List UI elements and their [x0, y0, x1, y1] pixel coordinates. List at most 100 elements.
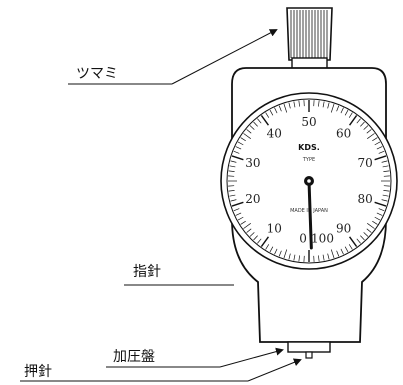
needle: [307, 179, 313, 250]
dial-tick: [233, 150, 240, 154]
dial-tick: [231, 201, 244, 207]
dial-tick: [265, 244, 270, 250]
dial-tick: [237, 141, 244, 146]
dial-tick: [367, 223, 375, 229]
dial-tick: [283, 249, 288, 259]
dial-tick: [330, 249, 335, 259]
dial-tick: [230, 199, 237, 202]
dial-tick: [253, 121, 258, 127]
dial-tick: [376, 212, 383, 216]
dial-tick: [260, 115, 270, 126]
dial-tick: [249, 232, 255, 237]
dial-tick: [348, 115, 358, 126]
dial-tick: [293, 101, 296, 108]
dial-tick: [298, 100, 300, 107]
dial-tick: [269, 109, 274, 116]
dial-number: 50: [301, 115, 316, 129]
dial-tick: [298, 255, 300, 262]
knob: [286, 7, 333, 70]
knob-ridges: [290, 10, 328, 58]
dial-tick: [231, 155, 244, 161]
dial-number: 20: [245, 192, 260, 206]
dial-tick: [344, 109, 349, 116]
dial-tick: [327, 253, 330, 260]
dial-tick: [233, 208, 240, 212]
dial-tick: [366, 228, 372, 233]
dial-tick: [381, 199, 388, 202]
dial-tick: [356, 118, 361, 124]
dial-tick: [360, 235, 365, 241]
dial-tick: [274, 248, 278, 255]
presser-foot-leader: [106, 347, 284, 368]
dial-tick: [363, 125, 369, 130]
dial-tick: [374, 155, 387, 161]
dial-tick: [243, 133, 251, 139]
label-presser-foot: 加圧盤: [113, 349, 155, 365]
dial-tick: [372, 220, 378, 225]
dial-tick: [288, 102, 291, 109]
dial-number: 10: [267, 222, 282, 236]
dial-number: 100: [311, 232, 334, 246]
dial-number: 60: [336, 126, 351, 140]
brand-text: KDS.: [298, 143, 320, 152]
dial-tick: [318, 255, 320, 262]
dial-tick: [288, 253, 291, 260]
dial-number: 90: [336, 222, 351, 236]
dial-tick: [376, 146, 383, 150]
dial-tick: [246, 129, 252, 134]
dial-tick: [293, 254, 296, 261]
dial-tick: [348, 244, 353, 250]
dial-tick: [330, 103, 335, 113]
dial-tick: [228, 190, 235, 192]
dial-tick: [240, 137, 246, 142]
dial-number: 70: [357, 156, 372, 170]
dial-tick: [278, 105, 282, 112]
dial-tick: [229, 165, 236, 168]
dial-tick: [260, 236, 270, 247]
needle-hub-center: [307, 179, 311, 183]
dial-tick: [348, 112, 353, 118]
label-indenter: 押針: [24, 364, 52, 380]
dial-tick: [318, 100, 320, 107]
dial-tick: [382, 165, 389, 168]
dial-tick: [235, 146, 242, 150]
dial-tick: [230, 160, 237, 163]
dial-tick: [253, 235, 258, 241]
label-pointer: 指針: [133, 264, 161, 280]
dial-tick: [336, 105, 340, 112]
dial-tick: [240, 220, 246, 225]
dial-tick: [228, 170, 235, 172]
dial-tick: [372, 137, 378, 142]
dial-tick: [374, 201, 387, 207]
dial-tick: [235, 212, 242, 216]
dial-tick: [322, 101, 325, 108]
dial-tick: [269, 246, 274, 253]
dial-number: 80: [357, 192, 372, 206]
indenter-tip: [305, 351, 313, 359]
dial-tick: [356, 238, 361, 244]
dial-tick: [229, 194, 236, 197]
dial-tick: [344, 246, 349, 253]
dial-tick: [363, 232, 369, 237]
dial-tick: [348, 236, 358, 247]
type-text: TYPE: [302, 157, 315, 163]
dial-tick: [278, 250, 282, 257]
dial-tick: [366, 129, 372, 134]
dial-tick: [336, 250, 340, 257]
dial-tick: [237, 216, 244, 221]
dial-number: 30: [245, 156, 260, 170]
dial-tick: [360, 121, 365, 127]
dial-tick: [374, 216, 381, 221]
dial-number: 0: [299, 232, 307, 246]
dial-ticks: [228, 100, 390, 262]
dial-tick: [274, 107, 278, 114]
dial-tick: [340, 248, 344, 255]
dial-tick: [367, 133, 375, 139]
dial-tick: [383, 190, 390, 192]
dial-tick: [265, 112, 270, 118]
knob-leader: [68, 29, 278, 85]
dial-number: 40: [267, 126, 282, 140]
dial-tick: [257, 118, 262, 124]
